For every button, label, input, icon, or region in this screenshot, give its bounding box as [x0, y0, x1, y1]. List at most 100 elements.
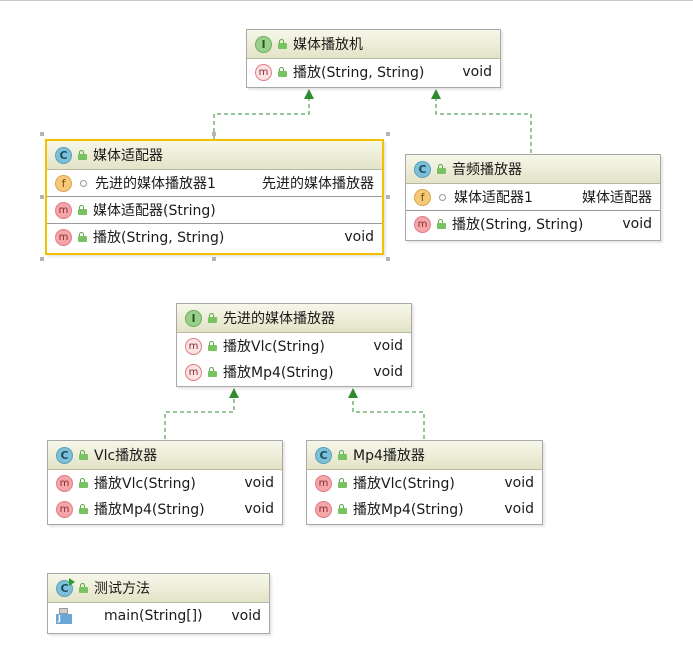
field-name: 媒体适配器1: [454, 190, 533, 206]
node-title: 音频播放器: [452, 162, 522, 178]
method-name: 播放Mp4(String): [223, 365, 334, 381]
arrowhead-advanced-player-right: [348, 388, 358, 398]
public-lock-icon: [78, 150, 87, 160]
runnable-class-icon: C: [56, 577, 75, 597]
method-name: main(String[]): [104, 608, 203, 624]
node-advanced-player[interactable]: I 先进的媒体播放器 m 播放Vlc(String) void m 播放Mp4(…: [176, 303, 412, 387]
public-lock-icon: [78, 205, 87, 215]
constructor-row[interactable]: m 媒体适配器(String): [47, 197, 382, 223]
node-advanced-player-header: I 先进的媒体播放器: [177, 304, 411, 333]
method-row[interactable]: m 播放Vlc(String) void: [307, 470, 542, 496]
selection-handle[interactable]: [212, 257, 216, 261]
field-type: 先进的媒体播放器: [262, 176, 374, 192]
field-name: 先进的媒体播放器1: [95, 176, 216, 192]
field-icon: f: [55, 174, 72, 192]
node-media-player-header: I 媒体播放机: [247, 30, 500, 59]
method-row[interactable]: m 播放(String, String) void: [247, 59, 500, 85]
method-row[interactable]: m 播放Mp4(String) void: [48, 496, 282, 522]
method-row[interactable]: main(String[]) void: [48, 603, 269, 629]
node-media-adapter[interactable]: C 媒体适配器 f 先进的媒体播放器1 先进的媒体播放器 m 媒体适配器(Str…: [45, 139, 384, 255]
return-type: void: [373, 338, 403, 354]
node-vlc-player-header: C Vlc播放器: [48, 441, 282, 470]
field-row[interactable]: f 媒体适配器1 媒体适配器: [406, 184, 660, 210]
node-audio-player[interactable]: C 音频播放器 f 媒体适配器1 媒体适配器 m 播放(String, Stri…: [405, 154, 661, 241]
edge-audio-to-media-player: [435, 99, 532, 153]
selection-handle[interactable]: [386, 195, 390, 199]
return-type: void: [373, 364, 403, 380]
public-lock-icon: [338, 478, 347, 488]
public-lock-icon: [79, 504, 88, 514]
selection-handle[interactable]: [386, 257, 390, 261]
method-row[interactable]: m 播放(String, String) void: [406, 211, 660, 237]
public-lock-icon: [437, 219, 446, 229]
field-icon: f: [414, 188, 431, 206]
node-title: 测试方法: [94, 581, 150, 597]
method-row[interactable]: m 播放Mp4(String) void: [307, 496, 542, 522]
abstract-method-icon: m: [255, 63, 272, 81]
public-lock-icon: [79, 478, 88, 488]
method-icon: m: [414, 215, 431, 233]
method-icon: m: [55, 201, 72, 219]
public-lock-icon: [78, 232, 87, 242]
method-name: 播放Mp4(String): [94, 502, 205, 518]
arrowhead-media-player-right: [431, 89, 441, 99]
class-icon: C: [414, 160, 431, 178]
node-vlc-player[interactable]: C Vlc播放器 m 播放Vlc(String) void m 播放Mp4(St…: [47, 440, 283, 525]
return-type: void: [244, 475, 274, 491]
method-name: 播放(String, String): [452, 217, 584, 233]
edge-adapter-to-media-player: [213, 99, 310, 139]
method-name: 播放Vlc(String): [94, 476, 196, 492]
node-title: Vlc播放器: [94, 448, 158, 464]
method-name: 播放Mp4(String): [353, 502, 464, 518]
method-icon: m: [315, 500, 332, 518]
return-type: void: [231, 608, 261, 624]
selection-handle[interactable]: [40, 195, 44, 199]
field-type: 媒体适配器: [582, 190, 652, 206]
public-lock-icon: [208, 367, 217, 377]
abstract-method-icon: m: [185, 337, 202, 355]
method-row[interactable]: m 播放Mp4(String) void: [177, 359, 411, 385]
public-lock-icon: [79, 583, 88, 593]
selection-handle[interactable]: [386, 132, 390, 136]
public-lock-icon: [79, 450, 88, 460]
node-media-player[interactable]: I 媒体播放机 m 播放(String, String) void: [246, 29, 501, 88]
public-lock-icon: [437, 164, 446, 174]
public-lock-icon: [278, 67, 287, 77]
return-type: void: [462, 64, 492, 80]
method-icon: m: [315, 474, 332, 492]
node-audio-player-header: C 音频播放器: [406, 155, 660, 184]
package-private-dot-icon: [80, 179, 87, 187]
public-lock-icon: [338, 504, 347, 514]
return-type: void: [244, 501, 274, 517]
public-lock-icon: [208, 313, 217, 323]
public-lock-icon: [208, 341, 217, 351]
selection-handle[interactable]: [40, 257, 44, 261]
node-title: 先进的媒体播放器: [223, 311, 335, 327]
method-row[interactable]: m 播放(String, String) void: [47, 224, 382, 250]
node-title: 媒体播放机: [293, 37, 363, 53]
java-main-icon: [56, 608, 72, 624]
method-row[interactable]: m 播放Vlc(String) void: [48, 470, 282, 496]
abstract-method-icon: m: [185, 363, 202, 381]
package-private-dot-icon: [439, 193, 446, 201]
node-title: Mp4播放器: [353, 448, 425, 464]
return-type: void: [344, 229, 374, 245]
method-name: 播放(String, String): [93, 230, 225, 246]
method-row[interactable]: m 播放Vlc(String) void: [177, 333, 411, 359]
arrowhead-advanced-player-left: [229, 388, 239, 398]
method-name: 播放(String, String): [293, 65, 425, 81]
node-mp4-player-header: C Mp4播放器: [307, 441, 542, 470]
field-row[interactable]: f 先进的媒体播放器1 先进的媒体播放器: [47, 170, 382, 196]
node-mp4-player[interactable]: C Mp4播放器 m 播放Vlc(String) void m 播放Mp4(St…: [306, 440, 543, 525]
selection-handle[interactable]: [40, 132, 44, 136]
public-lock-icon: [338, 450, 347, 460]
arrowhead-media-player-left: [304, 89, 314, 99]
edge-vlc-to-advanced-player: [164, 398, 235, 439]
selection-handle[interactable]: [212, 132, 216, 136]
return-type: void: [504, 475, 534, 491]
class-icon: C: [56, 446, 73, 464]
node-test-method[interactable]: C 测试方法 main(String[]) void: [47, 573, 270, 634]
class-icon: C: [55, 146, 72, 164]
method-icon: m: [56, 474, 73, 492]
